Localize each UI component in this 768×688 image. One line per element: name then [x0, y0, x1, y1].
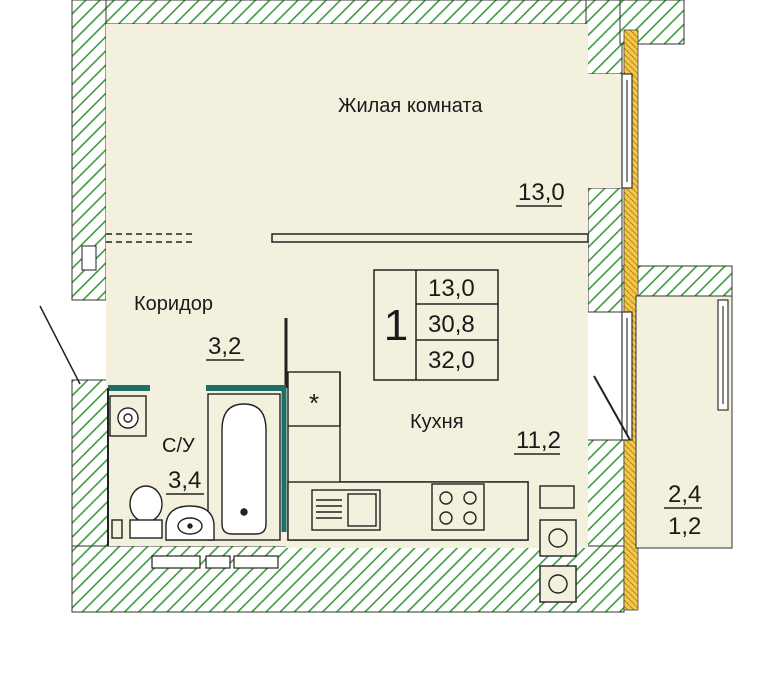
washing-machine-icon	[109, 395, 147, 437]
bathroom-fixtures	[109, 393, 281, 541]
corridor-floor	[106, 238, 286, 388]
living-room-floor-right	[586, 74, 622, 188]
stove-icon	[431, 483, 485, 531]
bathroom-area: 3,4	[168, 467, 201, 494]
balcony-area-top: 2,4	[668, 481, 701, 508]
summary-box: 1 13,0 30,8 32,0	[373, 269, 499, 381]
bathroom-bottom-details	[151, 555, 279, 569]
balcony-floor	[635, 295, 733, 549]
toilet-icon	[129, 485, 163, 539]
windows	[621, 73, 729, 441]
living-room-area: 13,0	[518, 179, 565, 206]
ventilation-shaft-bottom-icon	[539, 565, 577, 603]
living-room-floor	[106, 24, 588, 238]
kitchen-area: 11,2	[516, 427, 561, 454]
rooms-count: 1	[384, 301, 408, 350]
summary-total-area-balcony: 32,0	[428, 347, 475, 374]
ventilation-icon: *	[309, 388, 319, 418]
kitchen-name: Кухня	[410, 411, 464, 433]
partitions	[39, 233, 631, 546]
sink-icon	[311, 489, 381, 531]
bathroom-name: С/У	[162, 435, 195, 457]
living-room-name: Жилая комната	[338, 95, 483, 117]
kitchen-countertop	[287, 371, 341, 427]
boiler-icon	[539, 485, 575, 509]
balcony-area-bottom: 1,2	[668, 513, 701, 540]
summary-total-area: 30,8	[428, 311, 475, 338]
corridor-name: Коридор	[134, 293, 213, 315]
room-labels: Жилая комната 13,0 Коридор 3,2 С/У 3,4 К…	[134, 95, 702, 540]
ventilation-shaft-top-icon	[539, 519, 577, 557]
washbasin-icon	[165, 505, 215, 541]
corridor-area: 3,2	[208, 333, 241, 360]
kitchen-fixtures	[287, 371, 577, 603]
summary-living-area: 13,0	[428, 275, 475, 302]
bathtub-icon	[207, 393, 281, 541]
